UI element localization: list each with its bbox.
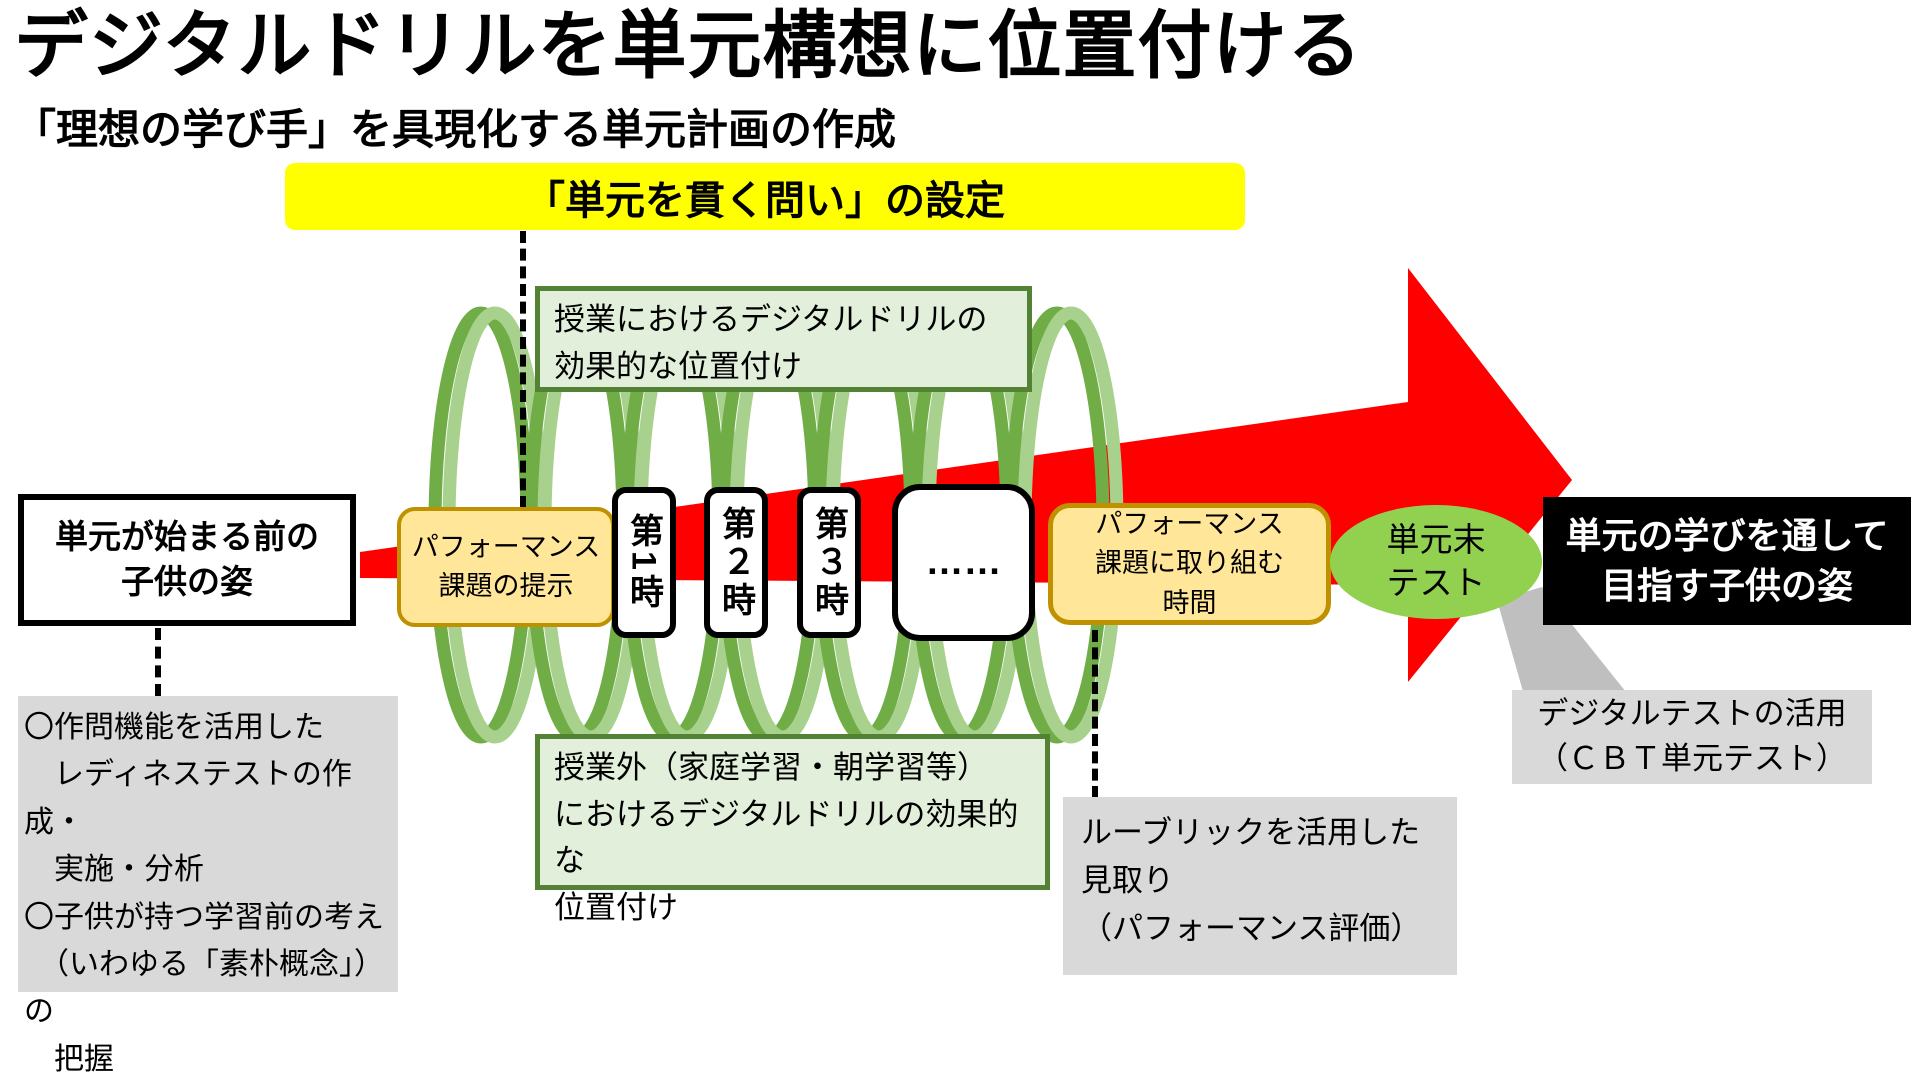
dashed-connector-banner-to-task (520, 231, 526, 508)
out-of-class-drill-line: におけるデジタルドリルの効果的な (554, 796, 1019, 879)
unit-question-banner-label: 「単元を貫く問い」の設定 (525, 178, 1005, 223)
readiness-notes-line: レディネステストの作成・ (24, 758, 352, 839)
in-class-drill-box: 授業におけるデジタルドリルの 効果的な位置付け (535, 286, 1032, 392)
session-box-3-label: 第３時 (809, 505, 848, 620)
performance-task-work-line: 時間 (1162, 587, 1217, 618)
session-box-2: 第２時 (704, 487, 768, 638)
session-box-1: 第1時 (612, 487, 676, 638)
performance-task-present-box: パフォーマンス 課題の提示 (397, 507, 615, 627)
rubric-notes-line: 見取り (1081, 863, 1174, 899)
out-of-class-drill-box: 授業外（家庭学習・朝学習等） におけるデジタルドリルの効果的な 位置付け (535, 734, 1050, 925)
dashed-connector-task-to-rubric (1092, 630, 1098, 798)
performance-task-present-line: パフォーマンス (411, 531, 601, 562)
goal-child-line: 目指す子供の姿 (1600, 565, 1853, 606)
dashed-connector-before-unit-to-notes (155, 628, 161, 696)
goal-child-line: 単元の学びを通して (1565, 514, 1889, 556)
readiness-notes-line: 実施・分析 (24, 853, 204, 887)
session-box-more-label: …… (925, 541, 1002, 583)
goal-child-box: 単元の学びを通して 目指す子供の姿 (1543, 497, 1911, 625)
performance-task-work-box: パフォーマンス 課題に取り組む 時間 (1048, 503, 1331, 625)
rubric-notes-line: （パフォーマンス評価） (1081, 911, 1422, 947)
out-of-class-drill-line: 位置付け (554, 889, 678, 925)
rubric-notes-box: ルーブリックを活用した 見取り （パフォーマンス評価） (1063, 797, 1457, 975)
performance-task-work-line: パフォーマンス (1095, 509, 1284, 540)
session-box-2-label: 第２時 (716, 505, 755, 620)
rubric-notes-line: ルーブリックを活用した (1081, 815, 1421, 850)
digital-test-line: デジタルテストの活用 (1537, 696, 1847, 732)
before-unit-line: 単元が始まる前の (55, 518, 319, 556)
readiness-notes-line: 〇子供が持つ学習前の考え (24, 900, 384, 934)
before-unit-box: 単元が始まる前の 子供の姿 (18, 494, 356, 626)
unit-end-test-line: 単元末 (1386, 521, 1486, 559)
digital-test-box: デジタルテストの活用 （ＣＢＴ単元テスト） (1512, 690, 1872, 784)
in-class-drill-line: 効果的な位置付け (554, 348, 802, 384)
performance-task-work-line: 課題に取り組む (1095, 548, 1284, 579)
readiness-notes-box: 〇作問機能を活用した レディネステストの作成・ 実施・分析 〇子供が持つ学習前の… (18, 696, 398, 1076)
out-of-class-drill-line: 授業外（家庭学習・朝学習等） (554, 750, 988, 785)
performance-task-present-line: 課題の提示 (438, 571, 574, 601)
unit-end-test-ellipse: 単元末 テスト (1330, 505, 1542, 619)
in-class-drill-line: 授業におけるデジタルドリルの (554, 302, 988, 337)
session-box-more: …… (892, 484, 1035, 641)
readiness-notes-line: （いわゆる「素朴概念」）の (24, 947, 384, 1029)
before-unit-line: 子供の姿 (121, 563, 253, 600)
readiness-notes-line: 〇作問機能を活用した (24, 711, 324, 744)
callout-wedge (1497, 587, 1634, 702)
page-subtitle: 「理想の学び手」を具現化する単元計画の作成 (14, 106, 897, 153)
digital-test-line: （ＣＢＴ単元テスト） (1537, 741, 1847, 776)
unit-question-banner: 「単元を貫く問い」の設定 (285, 163, 1245, 230)
session-box-1-label: 第1時 (624, 513, 663, 612)
page-title: デジタルドリルを単元構想に位置付ける (14, 4, 1363, 87)
readiness-notes-line: 把握 (24, 1042, 114, 1076)
session-box-3: 第３時 (797, 487, 861, 638)
unit-end-test-line: テスト (1386, 564, 1486, 601)
